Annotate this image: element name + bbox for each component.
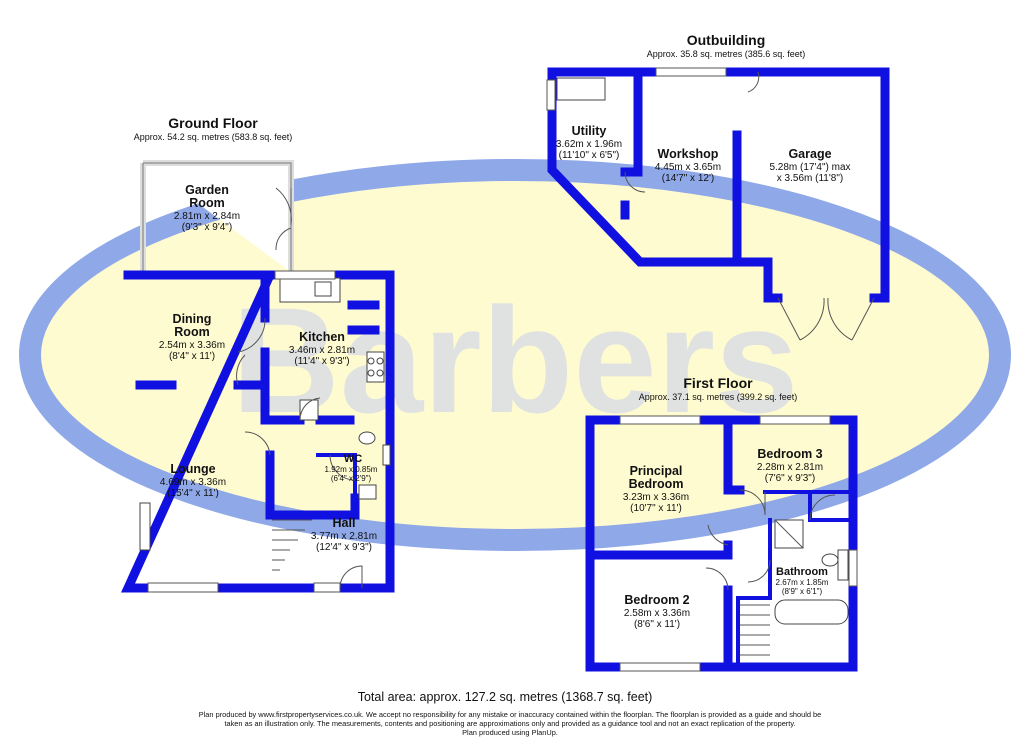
room-dimensions-imperial: (11'10" x 6'5"): [559, 150, 620, 161]
room-name-line: Dining: [173, 312, 212, 326]
room-dimensions: 2.28m x 2.81m: [757, 462, 823, 473]
outbuilding-plan: [546, 67, 890, 341]
room-dimensions: 4.69m x 3.36m: [160, 477, 226, 488]
outbuilding-title: Outbuilding: [687, 32, 766, 48]
room-name-line: Room: [174, 325, 209, 339]
room-dining-room: Dining Room 2.54m x 3.36m (8'4" x 11'): [159, 312, 225, 362]
ground-floor-area: Approx. 54.2 sq. metres (583.8 sq. feet): [134, 132, 293, 142]
room-name-line: Garden: [185, 183, 229, 197]
room-name-line: Hall: [333, 516, 356, 530]
room-dimensions-imperial: x 3.56m (11'8"): [777, 173, 843, 184]
room-dimensions-imperial: (8'6" x 11'): [634, 619, 680, 630]
room-garage: Garage 5.28m (17'4") max x 3.56m (11'8"): [769, 147, 850, 184]
room-bedroom-3: Bedroom 3 2.28m x 2.81m (7'6" x 9'3"): [757, 447, 823, 484]
room-bathroom: Bathroom 2.67m x 1.85m (8'9" x 6'1"): [776, 566, 829, 596]
room-dimensions: 3.77m x 2.81m: [311, 531, 377, 542]
room-dimensions-imperial: (14'7" x 12'): [662, 173, 714, 184]
room-dimensions: 3.23m x 3.36m: [623, 492, 689, 503]
first-floor-title: First Floor: [683, 375, 753, 391]
room-name-line: Bedroom 3: [757, 447, 822, 461]
room-dimensions: 3.62m x 1.96m: [556, 139, 622, 150]
room-dimensions-imperial: (8'9" x 6'1"): [782, 587, 823, 596]
room-name-line: Lounge: [170, 462, 215, 476]
total-area: Total area: approx. 127.2 sq. metres (13…: [358, 690, 653, 704]
room-utility: Utility 3.62m x 1.96m (11'10" x 6'5"): [556, 124, 622, 161]
first-floor-area: Approx. 37.1 sq. metres (399.2 sq. feet): [639, 392, 798, 402]
room-name-line: Garage: [788, 147, 831, 161]
room-dimensions-imperial: (10'7" x 11'): [630, 503, 682, 514]
room-principal-bedroom: Principal Bedroom 3.23m x 3.36m (10'7" x…: [623, 464, 689, 514]
disclaimer-line: Plan produced by www.firstpropertyservic…: [199, 710, 822, 719]
room-dimensions-imperial: (11'4" x 9'3"): [294, 356, 349, 367]
room-dimensions: 4.45m x 3.65m: [655, 162, 721, 173]
room-dimensions: 5.28m (17'4") max: [769, 162, 850, 173]
room-dimensions-imperial: (12'4" x 9'3"): [316, 542, 372, 553]
room-name-line: Utility: [572, 124, 607, 138]
room-name-line: Kitchen: [299, 330, 345, 344]
ground-floor-plan: [121, 160, 395, 593]
outbuilding-area: Approx. 35.8 sq. metres (385.6 sq. feet): [647, 49, 806, 59]
room-name-line: Bedroom: [629, 477, 684, 491]
room-dimensions-imperial: (8'4" x 11'): [169, 351, 215, 362]
room-workshop: Workshop 4.45m x 3.65m (14'7" x 12'): [655, 147, 721, 184]
room-dimensions-imperial: (6'4" x 2'9"): [331, 474, 372, 483]
room-bedroom-2: Bedroom 2 2.58m x 3.36m (8'6" x 11'): [624, 593, 690, 630]
room-kitchen: Kitchen 3.46m x 2.81m (11'4" x 9'3"): [289, 330, 355, 367]
disclaimer-line: Plan produced using PlanUp.: [462, 728, 558, 737]
room-name-line: Workshop: [658, 147, 719, 161]
room-wc: WC 1.92m x 0.85m (6'4" x 2'9"): [325, 453, 378, 483]
ground-floor-title: Ground Floor: [168, 115, 258, 131]
room-lounge: Lounge 4.69m x 3.36m (15'4" x 11'): [160, 462, 226, 499]
room-name-line: WC: [344, 453, 362, 465]
room-garden-room: Garden Room 2.81m x 2.84m (9'3" x 9'4"): [174, 183, 240, 233]
room-dimensions-imperial: (7'6" x 9'3"): [765, 473, 815, 484]
room-dimensions: 2.81m x 2.84m: [174, 211, 240, 222]
room-name-line: Bedroom 2: [624, 593, 689, 607]
room-dimensions: 2.58m x 3.36m: [624, 608, 690, 619]
room-dimensions: 1.92m x 0.85m: [325, 465, 378, 474]
disclaimer-line: taken as an illustration only. The measu…: [224, 719, 795, 728]
room-dimensions-imperial: (15'4" x 11'): [167, 488, 219, 499]
room-hall: Hall 3.77m x 2.81m (12'4" x 9'3"): [311, 516, 377, 553]
room-dimensions: 2.54m x 3.36m: [159, 340, 225, 351]
room-name-line: Room: [189, 196, 224, 210]
room-name-line: Principal: [630, 464, 683, 478]
room-dimensions: 2.67m x 1.85m: [776, 578, 829, 587]
room-name-line: Bathroom: [776, 566, 828, 578]
first-floor-plan: [585, 415, 858, 672]
room-dimensions-imperial: (9'3" x 9'4"): [182, 222, 232, 233]
room-dimensions: 3.46m x 2.81m: [289, 345, 355, 356]
